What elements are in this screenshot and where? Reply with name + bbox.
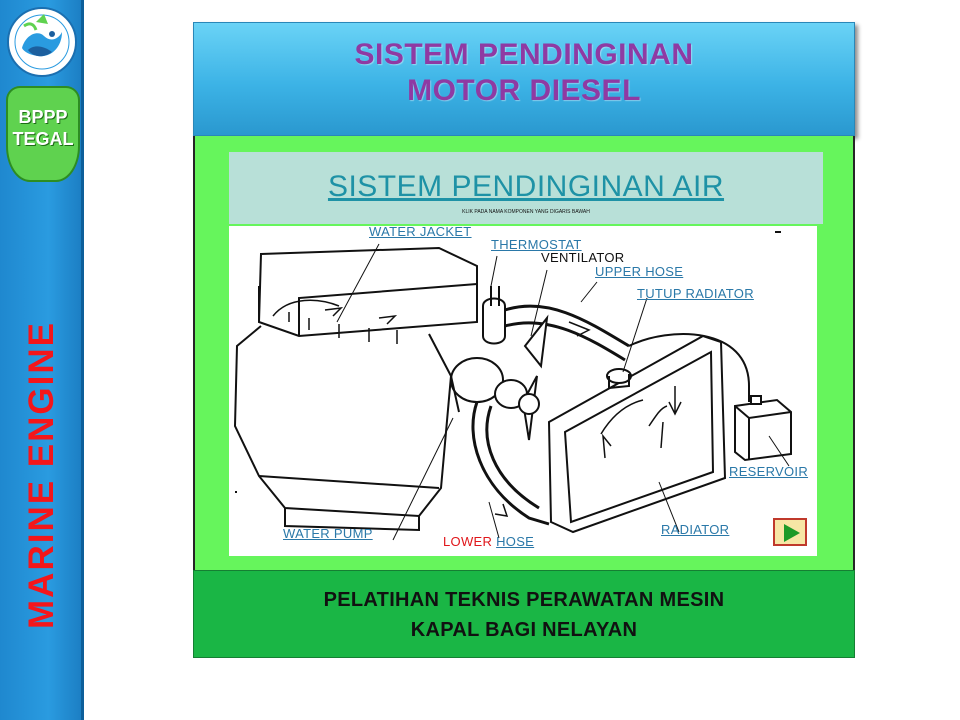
upper-hose-link[interactable]: UPPER HOSE [595,264,684,279]
bppp-tegal-badge: BPPP TEGAL [6,86,80,182]
footer-line1: PELATIHAN TEKNIS PERAWATAN MESIN [323,589,725,611]
header-title-line2: MOTOR DIESEL [407,74,641,107]
ventilator-label: VENTILATOR [541,250,625,265]
badge-line1: BPPP [18,107,68,127]
reservoir-link[interactable]: RESERVOIR [729,464,809,479]
header-title-line1: SISTEM PENDINGINAN [354,38,694,71]
tutup-radiator-link[interactable]: TUTUP RADIATOR [637,286,754,301]
diagram-title-link[interactable]: SISTEM PENDINGINAN AIR [327,170,725,203]
marine-engine-title: MARINE ENGINE [18,321,66,629]
sidebar: BPPP TEGAL MARINE ENGINE [0,0,84,720]
cooling-system-diagram: WATER JACKET THERMOSTAT VENTILATOR UPPER… [229,224,817,556]
slide-header: SISTEM PENDINGINAN MOTOR DIESEL [193,22,855,136]
diagram-title-box: SISTEM PENDINGINAN AIR KLIK PADA NAMA KO… [229,152,823,224]
lower-text: LOWER [443,534,493,549]
footer-line2: KAPAL BAGI NELAYAN [410,619,638,641]
lower-hose-label: LOWER HOSE [443,534,534,549]
slide-footer: PELATIHAN TEKNIS PERAWATAN MESIN KAPAL B… [193,570,855,658]
badge-line2: TEGAL [12,129,74,149]
fish-logo-icon [4,4,80,80]
radiator-link[interactable]: RADIATOR [661,522,730,537]
content-panel: SISTEM PENDINGINAN AIR KLIK PADA NAMA KO… [193,136,855,570]
next-slide-button[interactable] [773,518,807,546]
water-jacket-link[interactable]: WATER JACKET [369,224,472,239]
lower-hose-link[interactable]: HOSE [496,534,535,549]
diagram-instruction: KLIK PADA NAMA KOMPONEN YANG DIGARIS BAW… [462,209,590,215]
marine-engine-text: MARINE ENGINE [22,321,61,629]
engine-drawing [233,231,792,541]
water-pump-link[interactable]: WATER PUMP [283,526,373,541]
badge-text: BPPP TEGAL [8,106,78,150]
play-next-icon [784,524,800,542]
thermostat-link[interactable]: THERMOSTAT [491,237,582,252]
